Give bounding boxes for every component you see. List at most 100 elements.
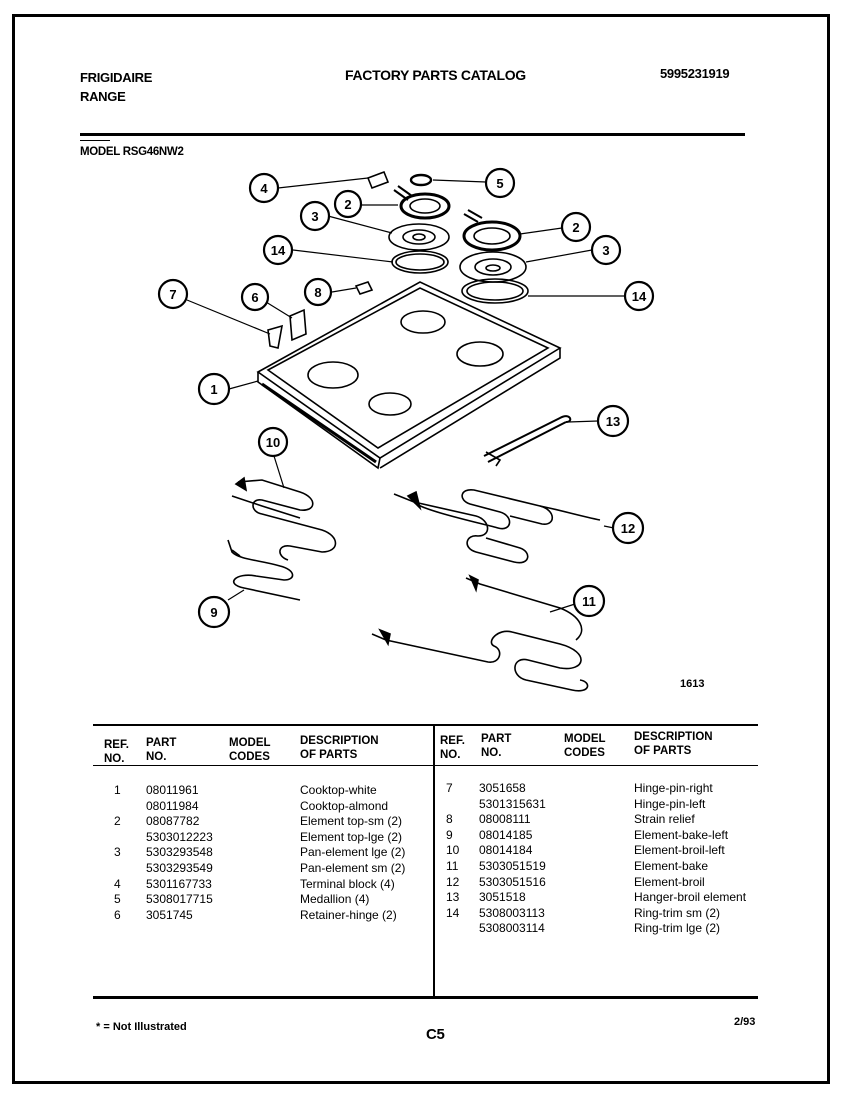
cell-ref: 10: [446, 843, 460, 858]
cell-part: 5308003114: [479, 921, 545, 936]
product-name: RANGE: [80, 89, 126, 104]
table-header-rule-right: [435, 765, 758, 766]
cell-ref: 3: [114, 845, 121, 860]
cooktop-side-edge: [379, 348, 561, 469]
callout-label: 14: [271, 243, 286, 258]
footnote: * = Not Illustrated: [96, 1021, 187, 1033]
cell-ref: 7: [446, 781, 453, 795]
cell-part: 5303293548: [146, 845, 213, 860]
cell-desc: Element top-lge (2): [300, 829, 403, 844]
cell-part: 08014185: [479, 827, 533, 842]
cell-ref: 12: [446, 874, 460, 889]
callout-label: 1: [210, 382, 217, 397]
callout-label: 2: [572, 220, 579, 235]
model-label: MODEL RSG46NW2: [80, 146, 184, 158]
cell-desc: Pan-element sm (2): [300, 861, 406, 875]
cell-desc: Element-broil-left: [634, 843, 725, 858]
page-number: C5: [426, 1026, 445, 1043]
cell-part: 5303293549: [146, 861, 213, 875]
cell-ref: 6: [114, 907, 121, 922]
table-bottom-rule: [93, 996, 758, 999]
page-frame: [12, 14, 830, 1084]
surface-element-large: [462, 220, 522, 252]
table-divider: [433, 724, 435, 996]
cell-part: 5303051519: [479, 859, 546, 873]
cell-ref: 11: [446, 859, 459, 873]
callout-label: 14: [632, 289, 647, 304]
trim-ring: [461, 278, 529, 304]
callout-label: 4: [260, 181, 268, 196]
cell-ref: 4: [114, 876, 121, 891]
cell-part: 5303051516: [479, 874, 546, 889]
cell-ref: 13: [446, 890, 460, 905]
cell-desc: Hinge-pin-left: [634, 796, 706, 811]
cell-desc: Medallion (4): [300, 892, 370, 907]
hanger-broil-element: [483, 415, 572, 463]
cell-part: 08011984: [146, 798, 199, 813]
cooktop-front-edge: [257, 372, 381, 470]
cell-part: 3051658: [479, 781, 526, 795]
bake-element-left: [227, 539, 301, 601]
medallion: [409, 173, 433, 187]
cell-ref: 5: [114, 892, 121, 907]
drip-pan: [459, 251, 527, 283]
cell-ref: 14: [446, 905, 460, 920]
burner-opening: [368, 392, 412, 416]
cell-part: 08011961: [146, 783, 199, 797]
callout-label: 9: [210, 605, 217, 620]
table-header-rule-left: [93, 765, 433, 766]
cell-part: 5301315631: [479, 796, 546, 811]
cell-part: 3051745: [146, 907, 193, 922]
cell-desc: Hanger-broil element: [634, 890, 747, 905]
col-ref-header: REF.NO.: [440, 735, 465, 761]
cell-desc: Cooktop-almond: [300, 798, 389, 813]
bake-element: [371, 630, 589, 692]
surface-element-small: [399, 192, 451, 220]
cell-part: 08008111: [479, 812, 531, 827]
cell-ref: 8: [446, 812, 453, 827]
header-rule-tick: [80, 140, 110, 141]
cell-part: 5301167733: [146, 876, 212, 891]
cell-desc: Hinge-pin-right: [634, 781, 713, 795]
brand-name: FRIGIDAIRE: [80, 70, 153, 85]
hinge-pin: [267, 324, 284, 349]
catalog-title: FACTORY PARTS CATALOG: [345, 67, 526, 83]
retainer-hinge: [289, 308, 307, 342]
terminal-block: [366, 170, 390, 190]
cell-part: 5308017715: [146, 892, 213, 907]
callout-label: 5: [496, 176, 503, 191]
cell-desc: Strain relief: [634, 812, 695, 827]
callout-label: 12: [621, 521, 635, 536]
cooktop-outline: [256, 281, 562, 459]
cell-ref: 9: [446, 827, 453, 842]
burner-opening: [400, 310, 446, 334]
cell-desc: Cooktop-white: [300, 783, 377, 797]
cell-part: 08087782: [146, 814, 200, 829]
cell-desc: Retainer-hinge (2): [300, 907, 397, 922]
drip-pan: [388, 223, 450, 251]
cooktop-inner-edge: [266, 287, 550, 449]
cell-desc: Ring-trim sm (2): [634, 905, 720, 920]
cell-desc: Pan-element lge (2): [300, 845, 406, 860]
strain-relief: [354, 281, 374, 295]
cell-ref: 2: [114, 814, 121, 829]
broil-element: [393, 489, 554, 564]
table-top-rule: [93, 724, 758, 726]
header-rule: [80, 133, 745, 136]
burner-opening: [307, 361, 359, 389]
callout-label: 13: [606, 414, 620, 429]
callout-label: 3: [602, 243, 609, 258]
drawing-number: 1613: [680, 678, 705, 690]
cell-desc: Element-bake-left: [634, 827, 729, 842]
callout-label: 11: [582, 594, 596, 609]
cell-desc: Terminal block (4): [300, 876, 395, 891]
cell-desc: Element-broil: [634, 874, 705, 889]
exploded-parts-diagram: 4 5 2 3 14 2 3 14 7 6 8 1 13 10 12 9 11: [157, 167, 655, 692]
callout-label: 2: [344, 197, 351, 212]
broil-element-left: [237, 479, 337, 561]
cell-desc: Element top-sm (2): [300, 814, 403, 829]
